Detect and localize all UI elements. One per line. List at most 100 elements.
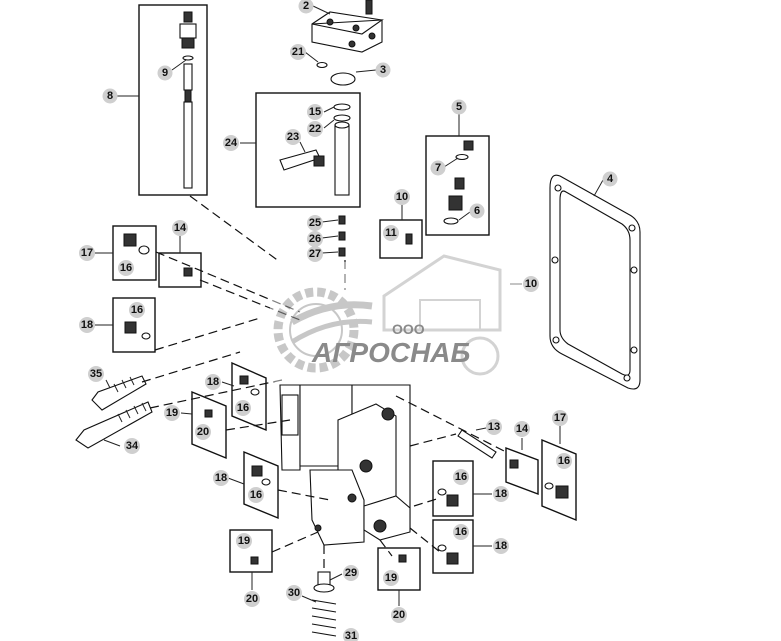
callout-26: 26 bbox=[307, 231, 323, 247]
svg-text:21: 21 bbox=[292, 46, 304, 58]
svg-text:10: 10 bbox=[525, 278, 537, 290]
callout-19-bottom-right: 19 bbox=[383, 570, 399, 586]
svg-text:34: 34 bbox=[126, 440, 139, 452]
svg-text:16: 16 bbox=[237, 402, 249, 414]
svg-text:19: 19 bbox=[166, 407, 178, 419]
svg-text:17: 17 bbox=[554, 412, 566, 424]
svg-text:22: 22 bbox=[309, 123, 321, 135]
callout-14-left: 14 bbox=[172, 220, 188, 236]
part-group-14-right bbox=[505, 438, 539, 496]
callout-16-a: 16 bbox=[118, 260, 134, 276]
callout-24: 24 bbox=[223, 135, 239, 151]
callout-16-b: 16 bbox=[129, 302, 145, 318]
svg-text:20: 20 bbox=[197, 426, 209, 438]
svg-text:2: 2 bbox=[303, 0, 309, 12]
svg-text:16: 16 bbox=[131, 304, 143, 316]
svg-text:20: 20 bbox=[393, 609, 405, 621]
callout-19-mid: 19 bbox=[164, 405, 180, 421]
watermark-brand: АГРОСНАБ bbox=[311, 337, 470, 368]
svg-text:30: 30 bbox=[288, 587, 300, 599]
svg-text:16: 16 bbox=[455, 526, 467, 538]
callout-18-low: 18 bbox=[213, 470, 229, 486]
svg-text:3: 3 bbox=[380, 64, 386, 76]
part-group-2 bbox=[304, 0, 384, 86]
part-group-14-left bbox=[158, 236, 202, 288]
callout-10-right: 10 bbox=[523, 276, 539, 292]
svg-text:8: 8 bbox=[107, 90, 113, 102]
callout-19-bottom-left: 19 bbox=[236, 533, 252, 549]
svg-text:4: 4 bbox=[607, 173, 614, 185]
callout-21: 21 bbox=[290, 44, 306, 60]
part-group-5 bbox=[425, 114, 490, 236]
callout-17-left: 17 bbox=[79, 245, 95, 261]
callout-16-e: 16 bbox=[556, 453, 572, 469]
svg-text:26: 26 bbox=[309, 233, 321, 245]
callout-18-right-bottom: 18 bbox=[493, 538, 509, 554]
svg-text:11: 11 bbox=[385, 227, 397, 239]
part-group-10 bbox=[379, 205, 423, 259]
svg-text:24: 24 bbox=[225, 137, 238, 149]
callout-18-left: 18 bbox=[79, 317, 95, 333]
svg-text:13: 13 bbox=[488, 421, 500, 433]
svg-text:16: 16 bbox=[558, 455, 570, 467]
watermark-agrosnab-logo bbox=[270, 254, 536, 382]
svg-text:17: 17 bbox=[81, 247, 93, 259]
svg-text:16: 16 bbox=[120, 262, 132, 274]
bolt-35 bbox=[91, 375, 147, 411]
callout-11: 11 bbox=[383, 225, 399, 241]
svg-text:35: 35 bbox=[90, 368, 102, 380]
svg-text:18: 18 bbox=[81, 319, 93, 331]
callout-20-bottom-left: 20 bbox=[244, 591, 260, 607]
callout-2: 2 bbox=[298, 0, 314, 14]
callout-27: 27 bbox=[307, 246, 323, 262]
svg-text:18: 18 bbox=[207, 376, 219, 388]
svg-text:15: 15 bbox=[309, 106, 321, 118]
svg-text:14: 14 bbox=[174, 222, 187, 234]
svg-text:10: 10 bbox=[396, 191, 408, 203]
gasket-4 bbox=[510, 174, 641, 390]
svg-text:18: 18 bbox=[215, 472, 227, 484]
part-group-19-mid bbox=[180, 390, 227, 460]
callout-16-d: 16 bbox=[248, 487, 264, 503]
part-group-8 bbox=[117, 4, 208, 196]
svg-text:31: 31 bbox=[345, 630, 357, 641]
svg-text:16: 16 bbox=[250, 489, 262, 501]
callout-14-right: 14 bbox=[514, 421, 530, 437]
callout-18-right-top: 18 bbox=[493, 486, 509, 502]
callout-16-g: 16 bbox=[453, 524, 469, 540]
svg-text:23: 23 bbox=[287, 131, 299, 143]
callout-10-top: 10 bbox=[394, 189, 410, 205]
bolt-34 bbox=[75, 401, 153, 449]
fitting-13 bbox=[457, 427, 497, 459]
callout-20-mid: 20 bbox=[195, 424, 211, 440]
svg-text:18: 18 bbox=[495, 488, 507, 500]
watermark-prefix: ООО bbox=[392, 321, 425, 337]
svg-text:20: 20 bbox=[246, 593, 258, 605]
callout-3: 3 bbox=[375, 62, 391, 78]
valve-body bbox=[279, 384, 411, 546]
callout-17-right: 17 bbox=[552, 410, 568, 426]
svg-text:18: 18 bbox=[495, 540, 507, 552]
callout-31: 31 bbox=[343, 628, 359, 641]
part-group-24 bbox=[240, 92, 361, 257]
callout-8: 8 bbox=[102, 88, 118, 104]
svg-text:19: 19 bbox=[385, 572, 397, 584]
svg-text:29: 29 bbox=[345, 567, 357, 579]
callout-23: 23 bbox=[285, 129, 301, 145]
part-group-20-left bbox=[229, 529, 273, 590]
callout-9: 9 bbox=[157, 65, 173, 81]
callout-18-mid: 18 bbox=[205, 374, 221, 390]
callout-5: 5 bbox=[451, 99, 467, 115]
part-group-18-mid bbox=[221, 361, 267, 432]
part-group-18-low bbox=[227, 450, 279, 520]
callout-22: 22 bbox=[307, 121, 323, 137]
svg-text:27: 27 bbox=[309, 248, 321, 260]
plug-29 bbox=[313, 571, 343, 593]
part-group-20-right bbox=[377, 547, 421, 606]
callout-4: 4 bbox=[602, 171, 618, 187]
callout-6: 6 bbox=[469, 203, 485, 219]
callout-30: 30 bbox=[286, 585, 302, 601]
callout-13: 13 bbox=[486, 419, 502, 435]
callout-15: 15 bbox=[307, 104, 323, 120]
svg-text:5: 5 bbox=[456, 101, 462, 113]
